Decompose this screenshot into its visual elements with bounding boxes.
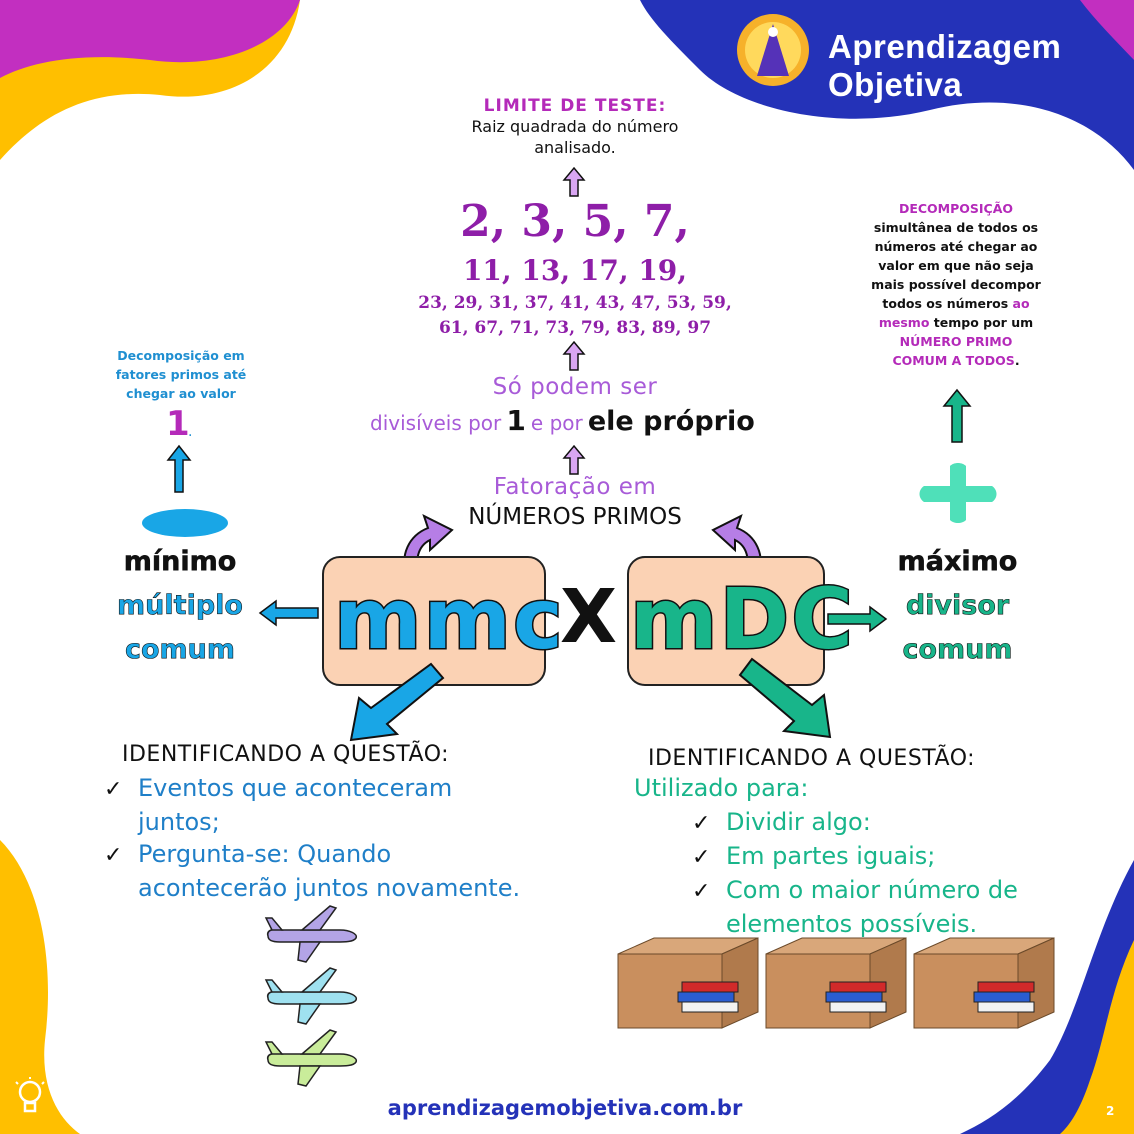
mdc-title: mDC: [629, 569, 855, 670]
right-note-line5-b: ao: [1012, 296, 1030, 311]
left-question-heading: IDENTIFICANDO A QUESTÃO:: [122, 742, 450, 767]
left-question-item1: ✓ Eventos que aconteceram: [104, 772, 554, 806]
arrow-left-icon: [258, 599, 319, 627]
factoring-line2: NÚMEROS PRIMOS: [468, 504, 682, 530]
mdc-box: [627, 556, 825, 686]
divisible-suffix: ele próprio: [587, 406, 755, 437]
divisible-line1: Só podem ser: [492, 374, 658, 400]
lightbulb-icon: [15, 1077, 45, 1113]
airplane-icon: [264, 967, 358, 1025]
right-note-line5: todos os números ao: [860, 294, 1052, 313]
mmc-title: mmc: [333, 569, 565, 670]
test-limit-line2: analisado.: [534, 138, 616, 157]
left-question-item2-line1: Pergunta-se: Quando: [138, 840, 392, 868]
airplane-icon: [264, 1029, 358, 1087]
right-note-line4: mais possível decompor: [871, 277, 1041, 292]
primes-row-3: 23, 29, 31, 37, 41, 43, 47, 53, 59,: [418, 293, 732, 313]
left-question-item2: ✓ Pergunta-se: Quando: [104, 838, 554, 872]
left-question-list: ✓ Eventos que aconteceram juntos; ✓ Pergun…: [104, 772, 554, 904]
right-question-item2-text: Em partes iguais;: [726, 842, 936, 870]
left-question-item1-line2: juntos;: [138, 808, 220, 836]
divisible-line2: divisíveis por 1 e por ele próprio: [370, 404, 790, 437]
right-question-heading: IDENTIFICANDO A QUESTÃO:: [648, 746, 976, 771]
minus-sign-icon: [142, 509, 228, 537]
left-term-w2: múltiplo: [117, 590, 244, 622]
primes-row-4: 61, 67, 71, 73, 79, 83, 89, 97: [438, 318, 712, 338]
checkmark-icon: ✓: [692, 845, 711, 870]
arrow-right-icon: [827, 605, 888, 633]
brand-name: Aprendizagem Objetiva: [828, 28, 1062, 103]
checkmark-icon: ✓: [692, 811, 711, 836]
arrow-up-icon: [562, 340, 586, 371]
right-note-line6: mesmo tempo por um: [860, 313, 1052, 332]
right-question-item3: ✓ Com o maior número de: [692, 874, 1112, 908]
left-question-item2-line2: acontecerão juntos novamente.: [138, 874, 521, 902]
plus-sign-icon: [919, 463, 997, 523]
right-term-w2: divisor: [905, 590, 1010, 622]
right-question-item1: ✓ Dividir algo:: [692, 806, 1112, 840]
checkmark-icon: ✓: [104, 843, 123, 868]
arrow-up-icon: [166, 444, 192, 493]
mmc-box: [322, 556, 546, 686]
versus-x: X: [560, 574, 618, 660]
right-question-item3-line2: elementos possíveis.: [726, 910, 978, 938]
left-note-line3: chegar ao valor: [126, 386, 236, 401]
left-note-line2: fatores primos até: [115, 367, 247, 382]
boxes-illustration: [617, 937, 1055, 1029]
arrow-up-icon: [562, 166, 586, 197]
compass-logo-icon: [737, 14, 809, 86]
divisible-prefix: divisíveis por: [370, 411, 502, 435]
box-with-books-icon: [617, 937, 759, 1029]
test-limit-title: LIMITE DE TESTE:: [483, 96, 667, 116]
right-note-line5-a: todos os números: [882, 296, 1009, 311]
divisible-mid: e por: [530, 411, 583, 435]
primes-row-1: 2, 3, 5, 7,: [460, 196, 690, 247]
right-question-item3-line1: Com o maior número de: [726, 876, 1018, 904]
arrow-up-icon: [562, 444, 586, 475]
arrow-down-left-icon: [349, 662, 445, 742]
arrow-up-icon: [942, 388, 972, 443]
airplane-icon: [264, 905, 358, 963]
right-note-line6-b: tempo por um: [933, 315, 1034, 330]
right-note-line2: números até chegar ao: [874, 239, 1038, 254]
right-term-w3: comum: [902, 634, 1013, 666]
left-note: Decomposição em fatores primos até chega…: [96, 346, 266, 403]
test-limit-block: LIMITE DE TESTE: Raiz quadrada do número…: [420, 96, 730, 158]
right-note-line8: COMUM A TODOS.: [860, 351, 1052, 370]
factoring-line1: Fatoração em: [493, 474, 657, 500]
checkmark-icon: ✓: [692, 879, 711, 904]
right-note-line1: simultânea de todos os: [873, 220, 1039, 235]
right-note-title: DECOMPOSIÇÃO: [898, 201, 1014, 216]
right-note-line7: NÚMERO PRIMO: [899, 334, 1013, 349]
left-term-w1: mínimo: [123, 546, 237, 578]
footer-url[interactable]: aprendizagemobjetiva.com.br: [387, 1096, 743, 1120]
arrow-down-right-icon: [738, 657, 832, 739]
right-question-intro: Utilizado para:: [634, 774, 809, 802]
test-limit-line1: Raiz quadrada do número: [471, 117, 679, 136]
right-question-list: ✓ Dividir algo: ✓ Em partes iguais; ✓ Com o…: [692, 806, 1112, 940]
divisible-one: 1: [506, 404, 526, 437]
box-with-books-icon: [765, 937, 907, 1029]
right-question-item1-text: Dividir algo:: [726, 808, 871, 836]
airplanes-illustration: [264, 905, 358, 1087]
right-term-w1: máximo: [897, 546, 1018, 578]
left-note-value: 1: [166, 404, 190, 444]
checkmark-icon: ✓: [104, 777, 123, 802]
right-note-line3: valor em que não seja: [878, 258, 1034, 273]
right-note-line8-b: .: [1014, 353, 1020, 368]
left-note-dot: .: [188, 424, 193, 440]
right-note-line8-a: COMUM A TODOS: [892, 353, 1015, 368]
left-note-line1: Decomposição em: [117, 348, 245, 363]
primes-row-2: 11, 13, 17, 19,: [462, 254, 688, 287]
left-question-item1-line1: Eventos que aconteceram: [138, 774, 453, 802]
right-question-item2: ✓ Em partes iguais;: [692, 840, 1112, 874]
page-number: 2: [1106, 1104, 1115, 1118]
right-note: DECOMPOSIÇÃO simultânea de todos os núme…: [860, 199, 1052, 370]
right-note-line6-a: mesmo: [878, 315, 930, 330]
box-with-books-icon: [913, 937, 1055, 1029]
left-term-w3: comum: [124, 634, 236, 666]
